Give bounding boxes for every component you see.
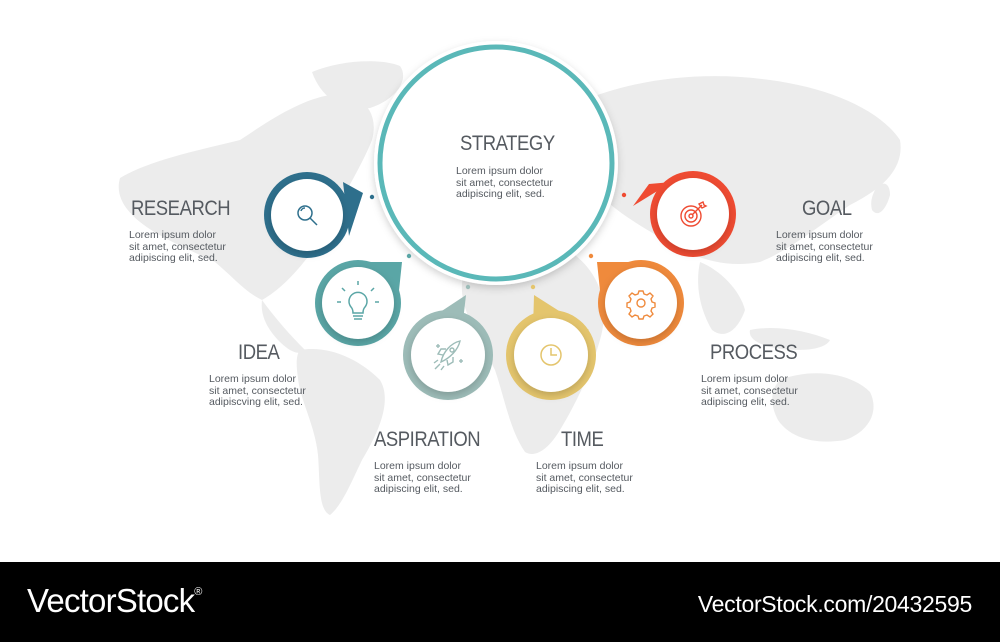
process-node [597,260,684,346]
aspiration-description: Lorem ipsum dolor sit amet, consectetur … [374,460,471,495]
vectorstock-logo: VectorStock® [27,582,202,619]
time-connector-dot [530,284,536,290]
research-connector-dot [369,194,375,200]
aspiration-title: ASPIRATION [374,428,481,451]
goal-node [633,171,736,257]
map-landmass [749,328,830,350]
research-node [264,172,363,258]
process-description: Lorem ipsum dolor sit amet, consectetur … [701,373,798,408]
strategy-description: Lorem ipsum dolor sit amet, consectetur … [456,165,553,200]
time-title: TIME [561,428,604,451]
infographic-canvas: STRATEGY Lorem ipsum dolor sit amet, con… [118,41,901,515]
research-description: Lorem ipsum dolor sit amet, consectetur … [129,229,226,264]
search-icon [297,205,318,226]
map-landmass [772,373,874,442]
process-connector-dot [588,253,594,259]
map-landmass [312,61,404,109]
goal-title: GOAL [802,197,852,220]
idea-title: IDEA [238,341,280,364]
time-node [506,295,596,400]
map-landmass [296,349,385,515]
process-title: PROCESS [710,341,798,364]
circle-diagram [264,41,736,400]
lightbulb-icon [337,281,379,320]
map-landmass [871,183,890,214]
strategy-title: STRATEGY [460,132,555,155]
aspiration-node [403,295,493,400]
idea-connector-dot [406,253,412,259]
map-landmass [261,300,305,353]
idea-description: Lorem ipsum dolor sit amet, consectetur … [209,373,306,408]
map-landmass [698,262,745,334]
time-description: Lorem ipsum dolor sit amet, consectetur … [536,460,633,495]
target-icon [680,201,708,227]
idea-node [315,260,402,346]
rocket-icon [433,340,463,371]
aspiration-connector-dot [465,284,471,290]
watermark-footer: VectorStock® VectorStock.com/20432595 [0,562,1000,642]
strategy-circle [374,41,618,285]
gear-icon [626,290,656,320]
image-credit: VectorStock.com/20432595 [697,591,972,617]
clock-icon [540,344,562,366]
research-title: RESEARCH [131,197,231,220]
goal-description: Lorem ipsum dolor sit amet, consectetur … [776,229,873,264]
goal-connector-dot [621,192,627,198]
